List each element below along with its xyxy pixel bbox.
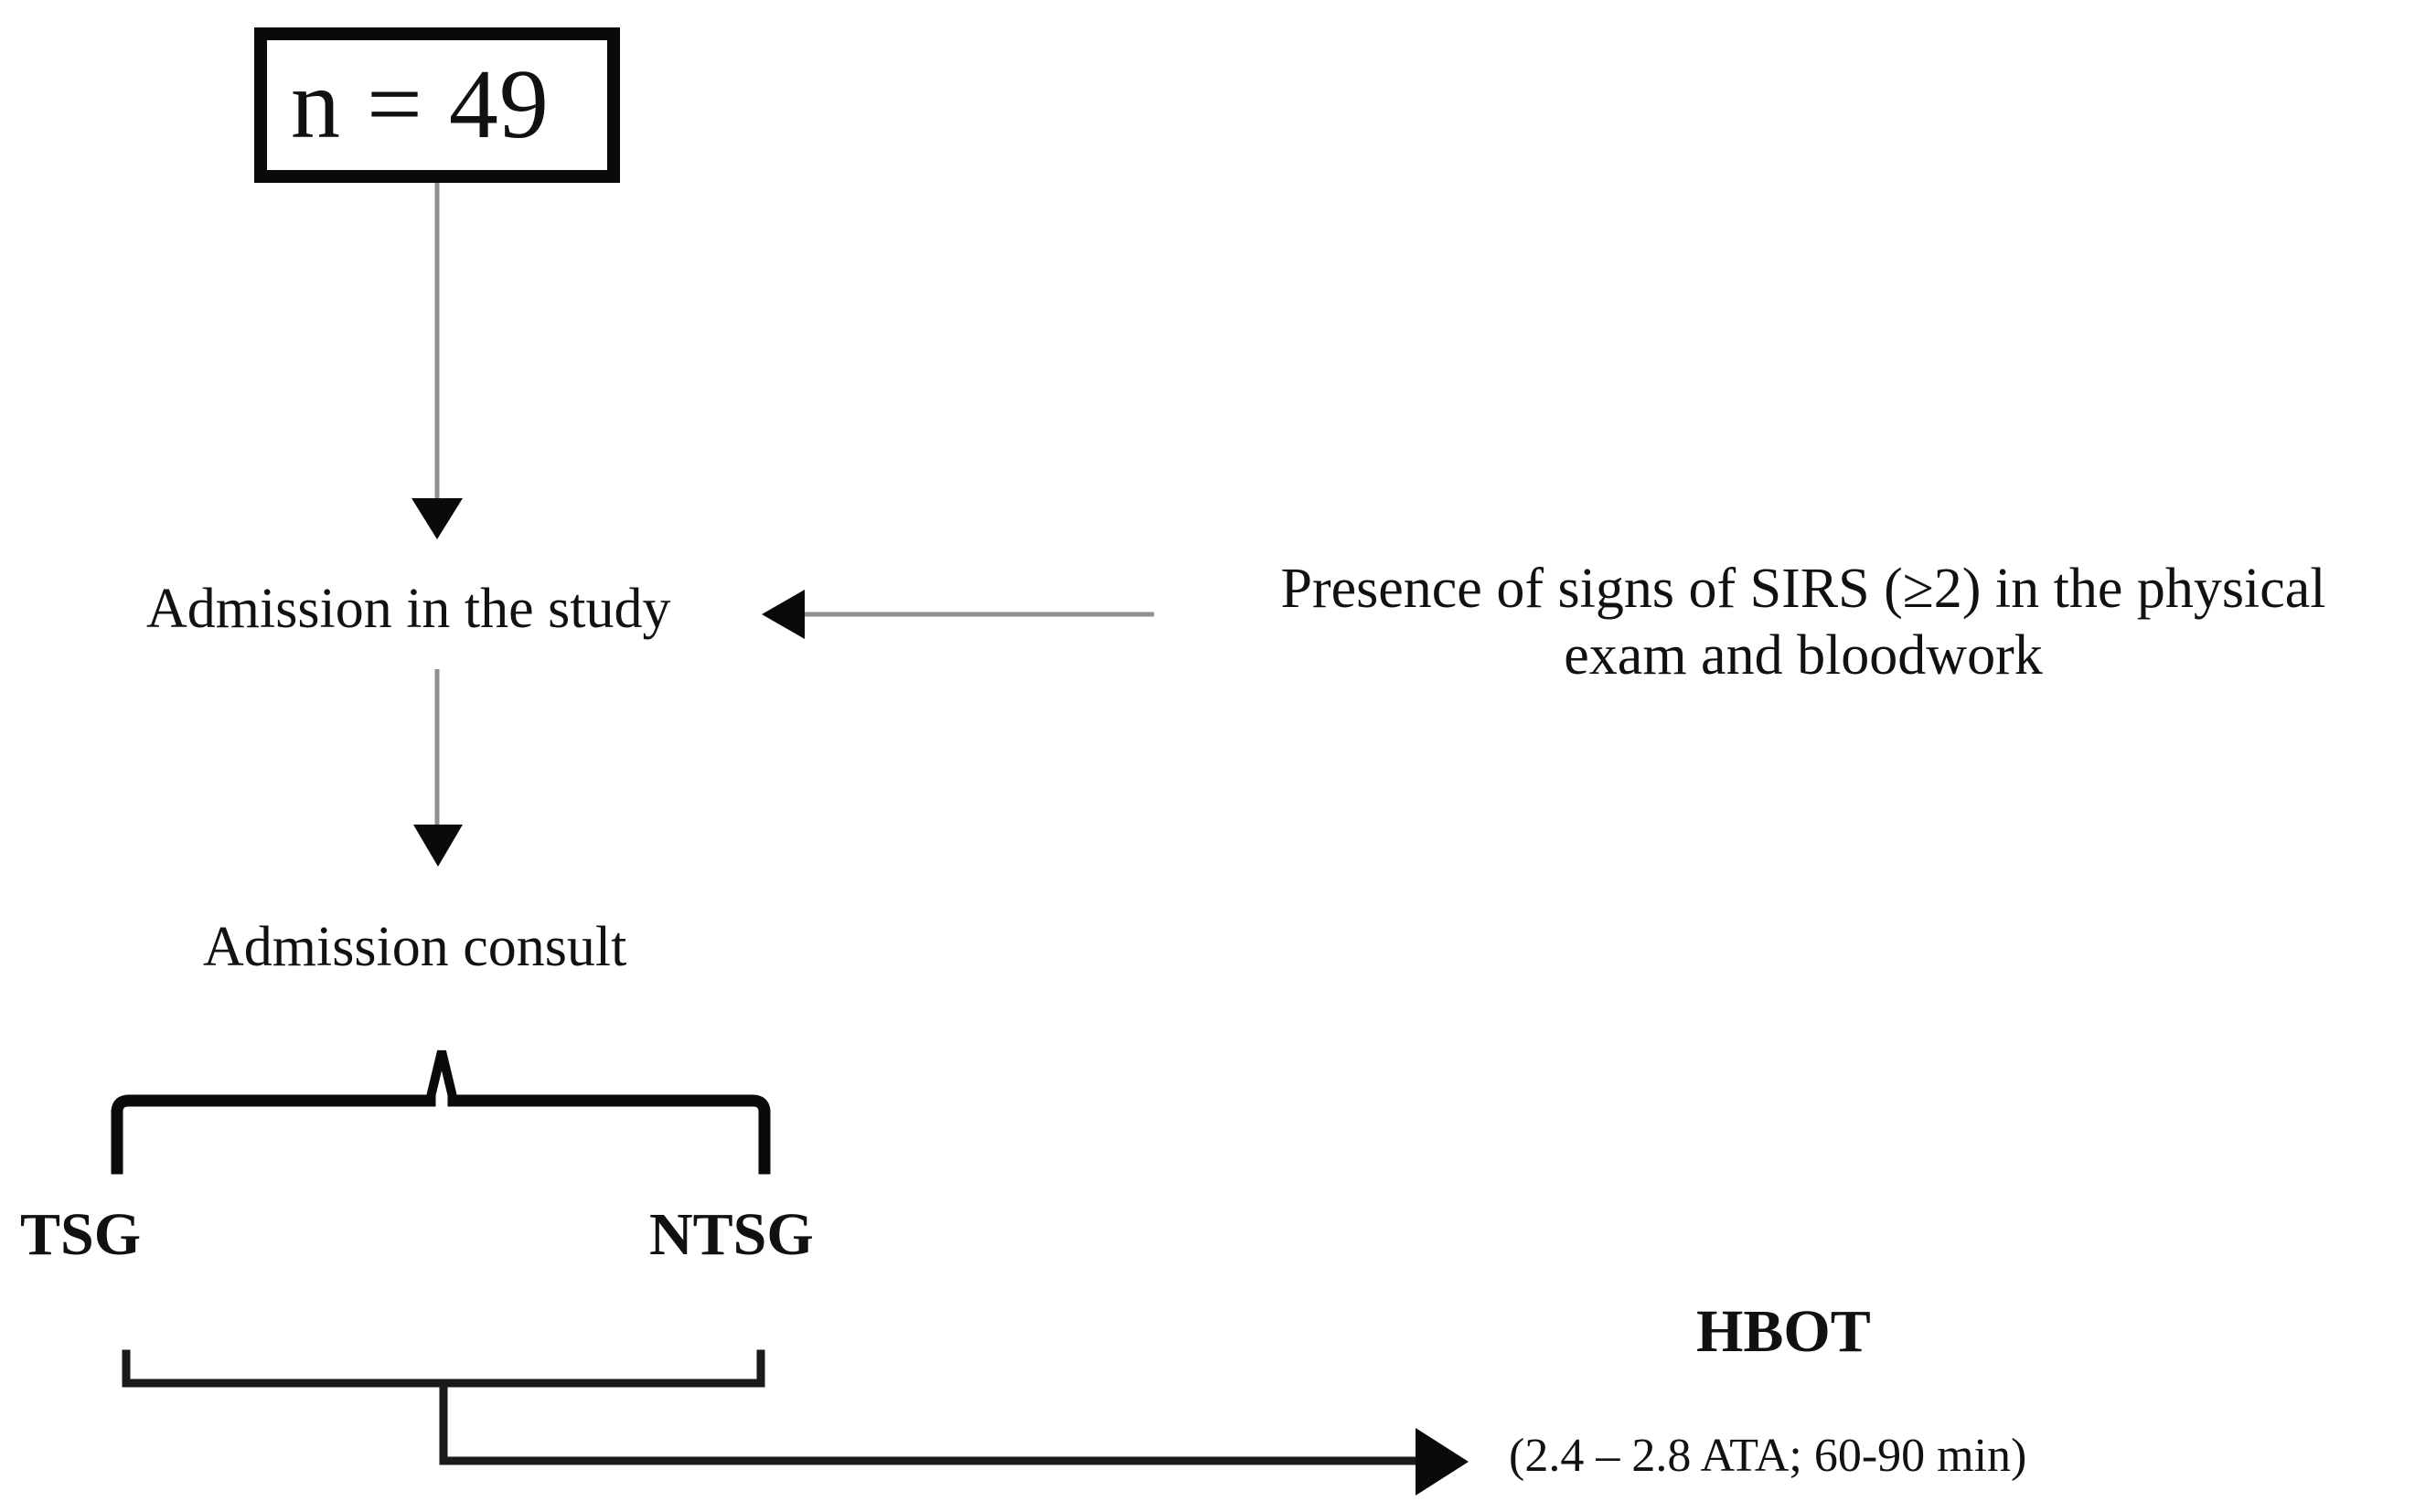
connector-consult-split-brace bbox=[111, 1049, 771, 1175]
node-group-tsg: TSG bbox=[20, 1201, 142, 1268]
connector-merge-to-hbot-arrowhead bbox=[1416, 1428, 1469, 1496]
node-hbot-parameters: (2.4 – 2.8 ATA; 60-90 min) bbox=[1509, 1430, 2027, 1482]
connector-sirs-to-admission bbox=[762, 590, 1154, 639]
node-admission-in-the-study: Admission in the study bbox=[146, 578, 671, 640]
cohort-size-box: n = 49 bbox=[254, 27, 620, 183]
connector-admission-to-consult bbox=[413, 669, 463, 867]
node-group-ntsg: NTSG bbox=[649, 1201, 814, 1268]
node-admission-consult: Admission consult bbox=[203, 916, 627, 978]
connector-cohort-to-admission bbox=[411, 183, 463, 539]
node-sirs-criteria: Presence of signs of SIRS (≥2) in the ph… bbox=[1280, 558, 2326, 687]
node-hbot-title: HBOT bbox=[1696, 1298, 1871, 1365]
connector-groups-merge-bracket bbox=[122, 1349, 1422, 1465]
cohort-size-label: n = 49 bbox=[291, 50, 550, 160]
